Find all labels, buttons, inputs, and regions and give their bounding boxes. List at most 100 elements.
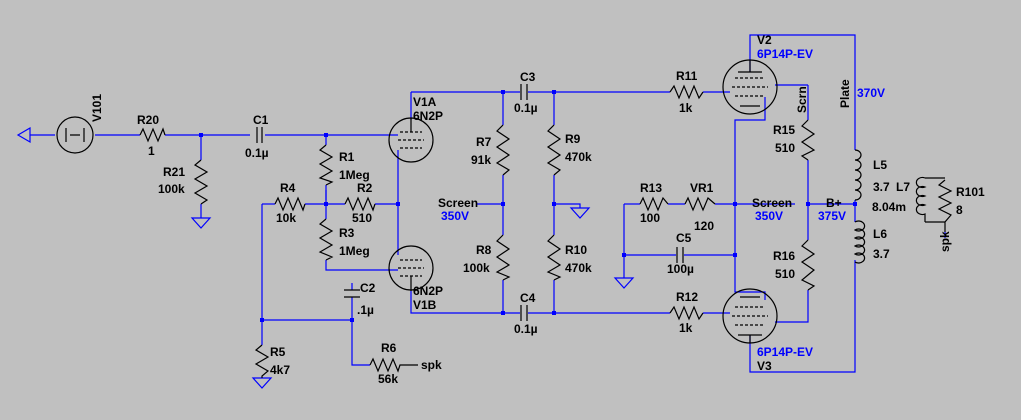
tube-v1a [388,117,434,163]
screen2-voltage: 350V [755,209,783,223]
resistor-r6 [369,357,418,373]
capacitor-c3 [520,84,528,100]
r3-name: R3 [339,226,355,240]
r4-value: 10k [276,211,296,225]
c3-value: 0.1µ [514,101,538,115]
tube-v3 [722,288,778,344]
c3-name: C3 [520,70,536,84]
r5-name: R5 [270,345,286,359]
resistor-r9 [546,124,562,176]
r6-net: spk [421,358,442,372]
resistor-r16 [800,239,816,291]
r6-value: 56k [378,372,398,386]
c5-value: 100µ [667,262,694,276]
screen1-label: Screen [438,196,478,210]
resistor-r12 [669,305,704,321]
resistor-r101 [937,179,953,232]
resistor-r15 [800,119,816,161]
r8-value: 100k [463,261,490,275]
r15-value: 510 [775,141,795,155]
r9-name: R9 [565,132,581,146]
r21-name: R21 [163,165,185,179]
c2-value: .1µ [357,303,374,317]
r101-net: spk [938,231,952,252]
vr1-name: VR1 [690,181,714,195]
v1a-type: 6N2P [413,109,443,123]
resistor-r1 [318,144,334,186]
labels: R20 1 R21 100k C1 0.1µ R1 1Meg R2 510 R3… [137,33,985,386]
bplus-voltage: 375V [818,209,846,223]
r4-name: R4 [280,181,296,195]
r6-name: R6 [381,341,397,355]
junctions [199,90,857,322]
capacitor-c4 [520,305,528,321]
resistor-r7 [495,124,511,176]
ground-icon-r5 [251,377,273,389]
v2-name: V2 [757,33,772,47]
tube-v2 [722,59,778,115]
c1-value: 0.1µ [245,146,269,160]
ground-icon-input [16,126,31,144]
inductor-l5 [854,149,862,201]
bplus-label: B+ [826,196,842,210]
r3-value: 1Meg [339,244,370,258]
r5-value: 4k7 [270,363,290,377]
r11-value: 1k [679,101,693,115]
v3-type: 6P14P-EV [757,345,813,359]
screen2-label: Screen [752,196,792,210]
c4-value: 0.1µ [514,322,538,336]
ground-icon-r13 [613,277,635,289]
capacitors [256,84,684,321]
vr1-value: 120 [694,219,714,233]
resistor-r10 [546,234,562,281]
resistors [139,84,953,378]
voltage-source-v101: V101 [56,94,104,154]
r10-value: 470k [565,261,592,275]
r7-value: 91k [471,153,491,167]
tube-v1b [388,245,434,291]
l6-value: 3.7 [873,247,890,261]
l7-name: L7 [896,180,910,194]
r16-value: 510 [775,267,795,281]
r15-name: R15 [773,123,795,137]
resistor-r2 [344,196,376,212]
resistor-vr1 [684,196,716,212]
v1b-name: V1B [413,298,437,312]
resistor-r21 [193,159,209,205]
r1-value: 1Meg [339,168,370,182]
r2-value: 510 [352,211,372,225]
r13-value: 100 [640,211,660,225]
r20-name: R20 [137,113,159,127]
inductors [853,149,946,264]
c2-name: C2 [360,281,376,295]
r9-value: 470k [565,150,592,164]
r2-name: R2 [357,181,373,195]
l6-name: L6 [873,227,887,241]
v3-name: V3 [757,359,772,373]
screen1-voltage: 350V [441,209,469,223]
v1a-name: V1A [413,95,437,109]
inductor-l7 [915,176,927,222]
capacitor-c5 [676,247,684,263]
c1-name: C1 [253,113,269,127]
r12-value: 1k [679,321,693,335]
capacitor-c1 [256,127,263,143]
r11-name: R11 [676,69,698,83]
plate-voltage: 370V [857,86,885,100]
l5-value: 3.7 [873,180,890,194]
resistor-r3 [318,218,334,261]
c4-name: C4 [520,291,536,305]
r101-value: 8 [956,203,963,217]
capacitor-c2 [344,289,360,298]
l5-name: L5 [873,158,887,172]
scrn-label: Scrn [795,86,809,113]
v2-type: 6P14P-EV [757,47,813,61]
r101-name: R101 [956,185,985,199]
secondary-wires [925,177,945,223]
r7-name: R7 [476,135,492,149]
resistor-r13 [639,196,669,212]
r8-name: R8 [476,243,492,257]
ground-symbols [16,126,635,389]
